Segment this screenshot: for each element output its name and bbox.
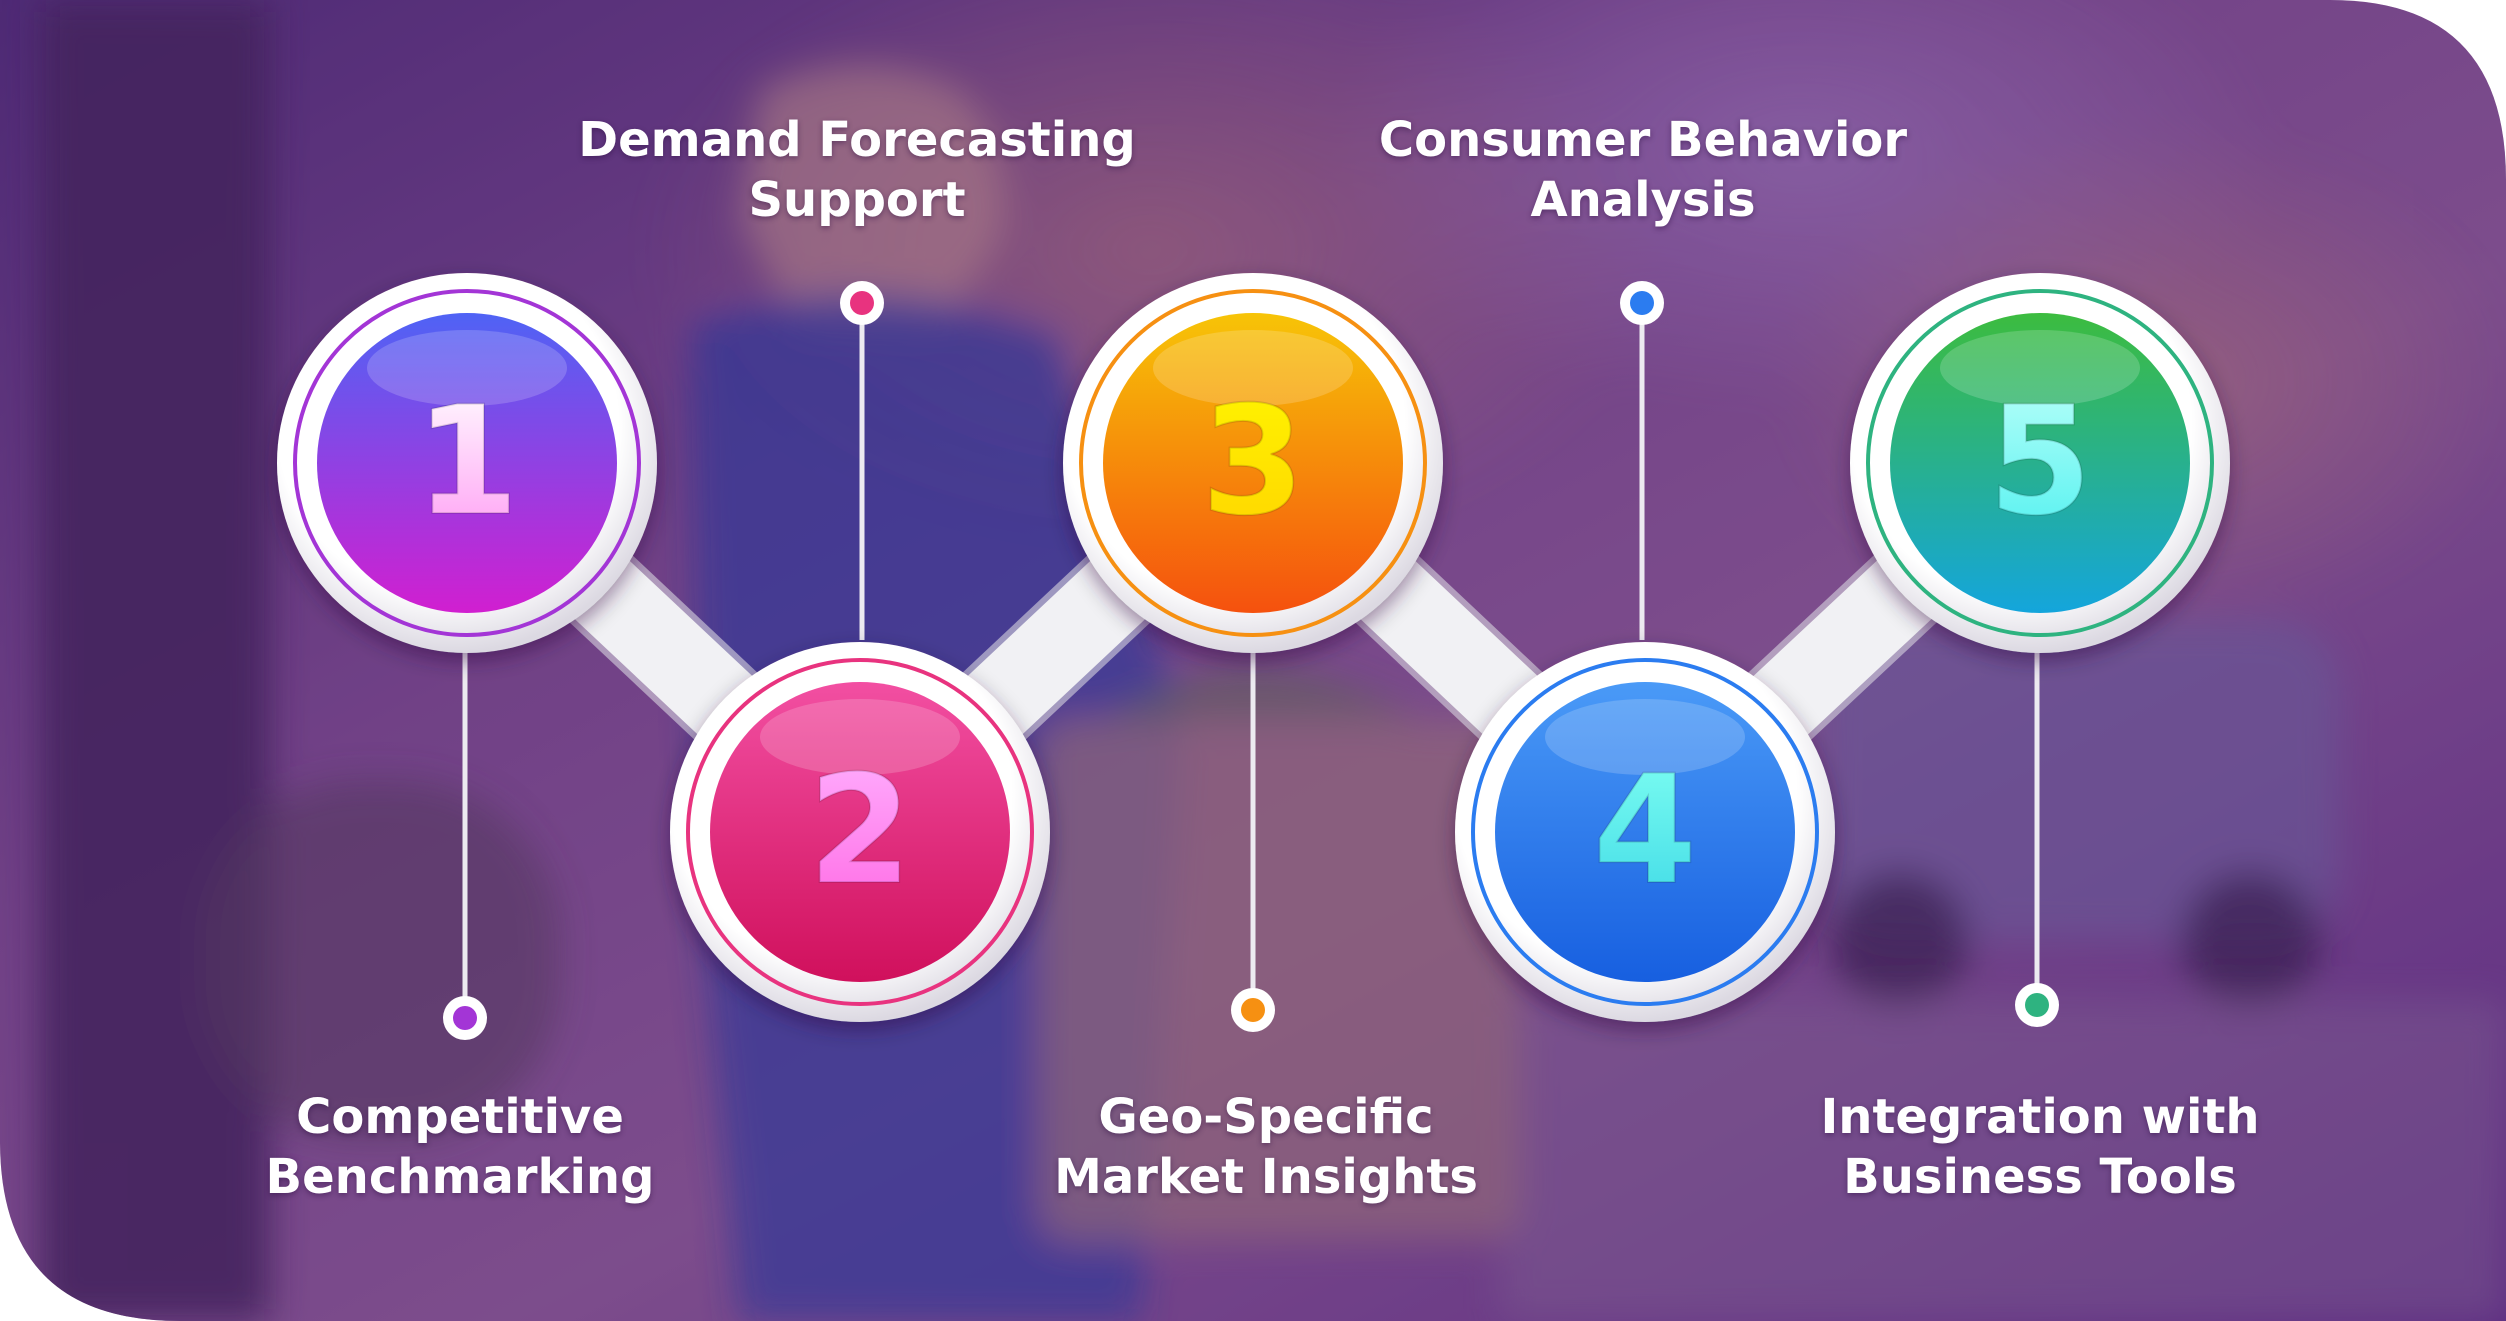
step-number-4: 4 — [1593, 744, 1697, 918]
circle-ring — [686, 658, 1034, 1006]
step-label-line2: Benchmarking — [265, 1149, 655, 1205]
step-label-line1: Consumer Behavior — [1378, 112, 1908, 168]
step-label-line1: Demand Forecasting — [578, 112, 1136, 168]
step-circle-4: 4 — [1455, 642, 1835, 1022]
circle-highlight — [1940, 330, 2140, 406]
circle-ball — [710, 682, 1010, 982]
step-label-line1: Competitive — [296, 1089, 624, 1145]
circle-ball — [1495, 682, 1795, 982]
circle-ball — [317, 313, 617, 613]
circle-highlight — [1545, 699, 1745, 775]
circle-ring — [1866, 289, 2214, 637]
stem-dot-2 — [850, 291, 874, 315]
step-number-3: 3 — [1201, 375, 1305, 549]
circle-highlight — [367, 330, 567, 406]
step-number-2: 2 — [808, 744, 912, 918]
circle-ring — [293, 289, 641, 637]
stem-dot-4 — [1630, 291, 1654, 315]
stem-dot-5 — [2025, 993, 2049, 1017]
stem-lines — [443, 281, 2059, 1040]
step-circle-3: 3 — [1063, 273, 1443, 653]
stem-dot-1 — [453, 1006, 477, 1030]
circle-highlight — [1153, 330, 1353, 406]
step-label-line1: Geo-Specific — [1098, 1089, 1434, 1145]
circle-ball — [1103, 313, 1403, 613]
step-circle-5: 5 — [1850, 273, 2230, 653]
step-label-line2: Business Tools — [1843, 1149, 2237, 1205]
step-circle-2: 2 — [670, 642, 1050, 1022]
step-number-1: 1 — [415, 375, 519, 549]
step-label-line2: Support — [748, 172, 966, 228]
step-label-line1: Integration with — [1820, 1089, 2260, 1145]
circle-ring — [1471, 658, 1819, 1006]
circle-highlight — [760, 699, 960, 775]
circle-ball — [1890, 313, 2190, 613]
step-circle-1: 1 — [277, 273, 657, 653]
stem-dot-3 — [1241, 998, 1265, 1022]
circle-ring — [1079, 289, 1427, 637]
step-label-line2: Market Insights — [1054, 1149, 1478, 1205]
step-label-line2: Analysis — [1530, 172, 1756, 228]
step-number-5: 5 — [1988, 375, 2092, 549]
